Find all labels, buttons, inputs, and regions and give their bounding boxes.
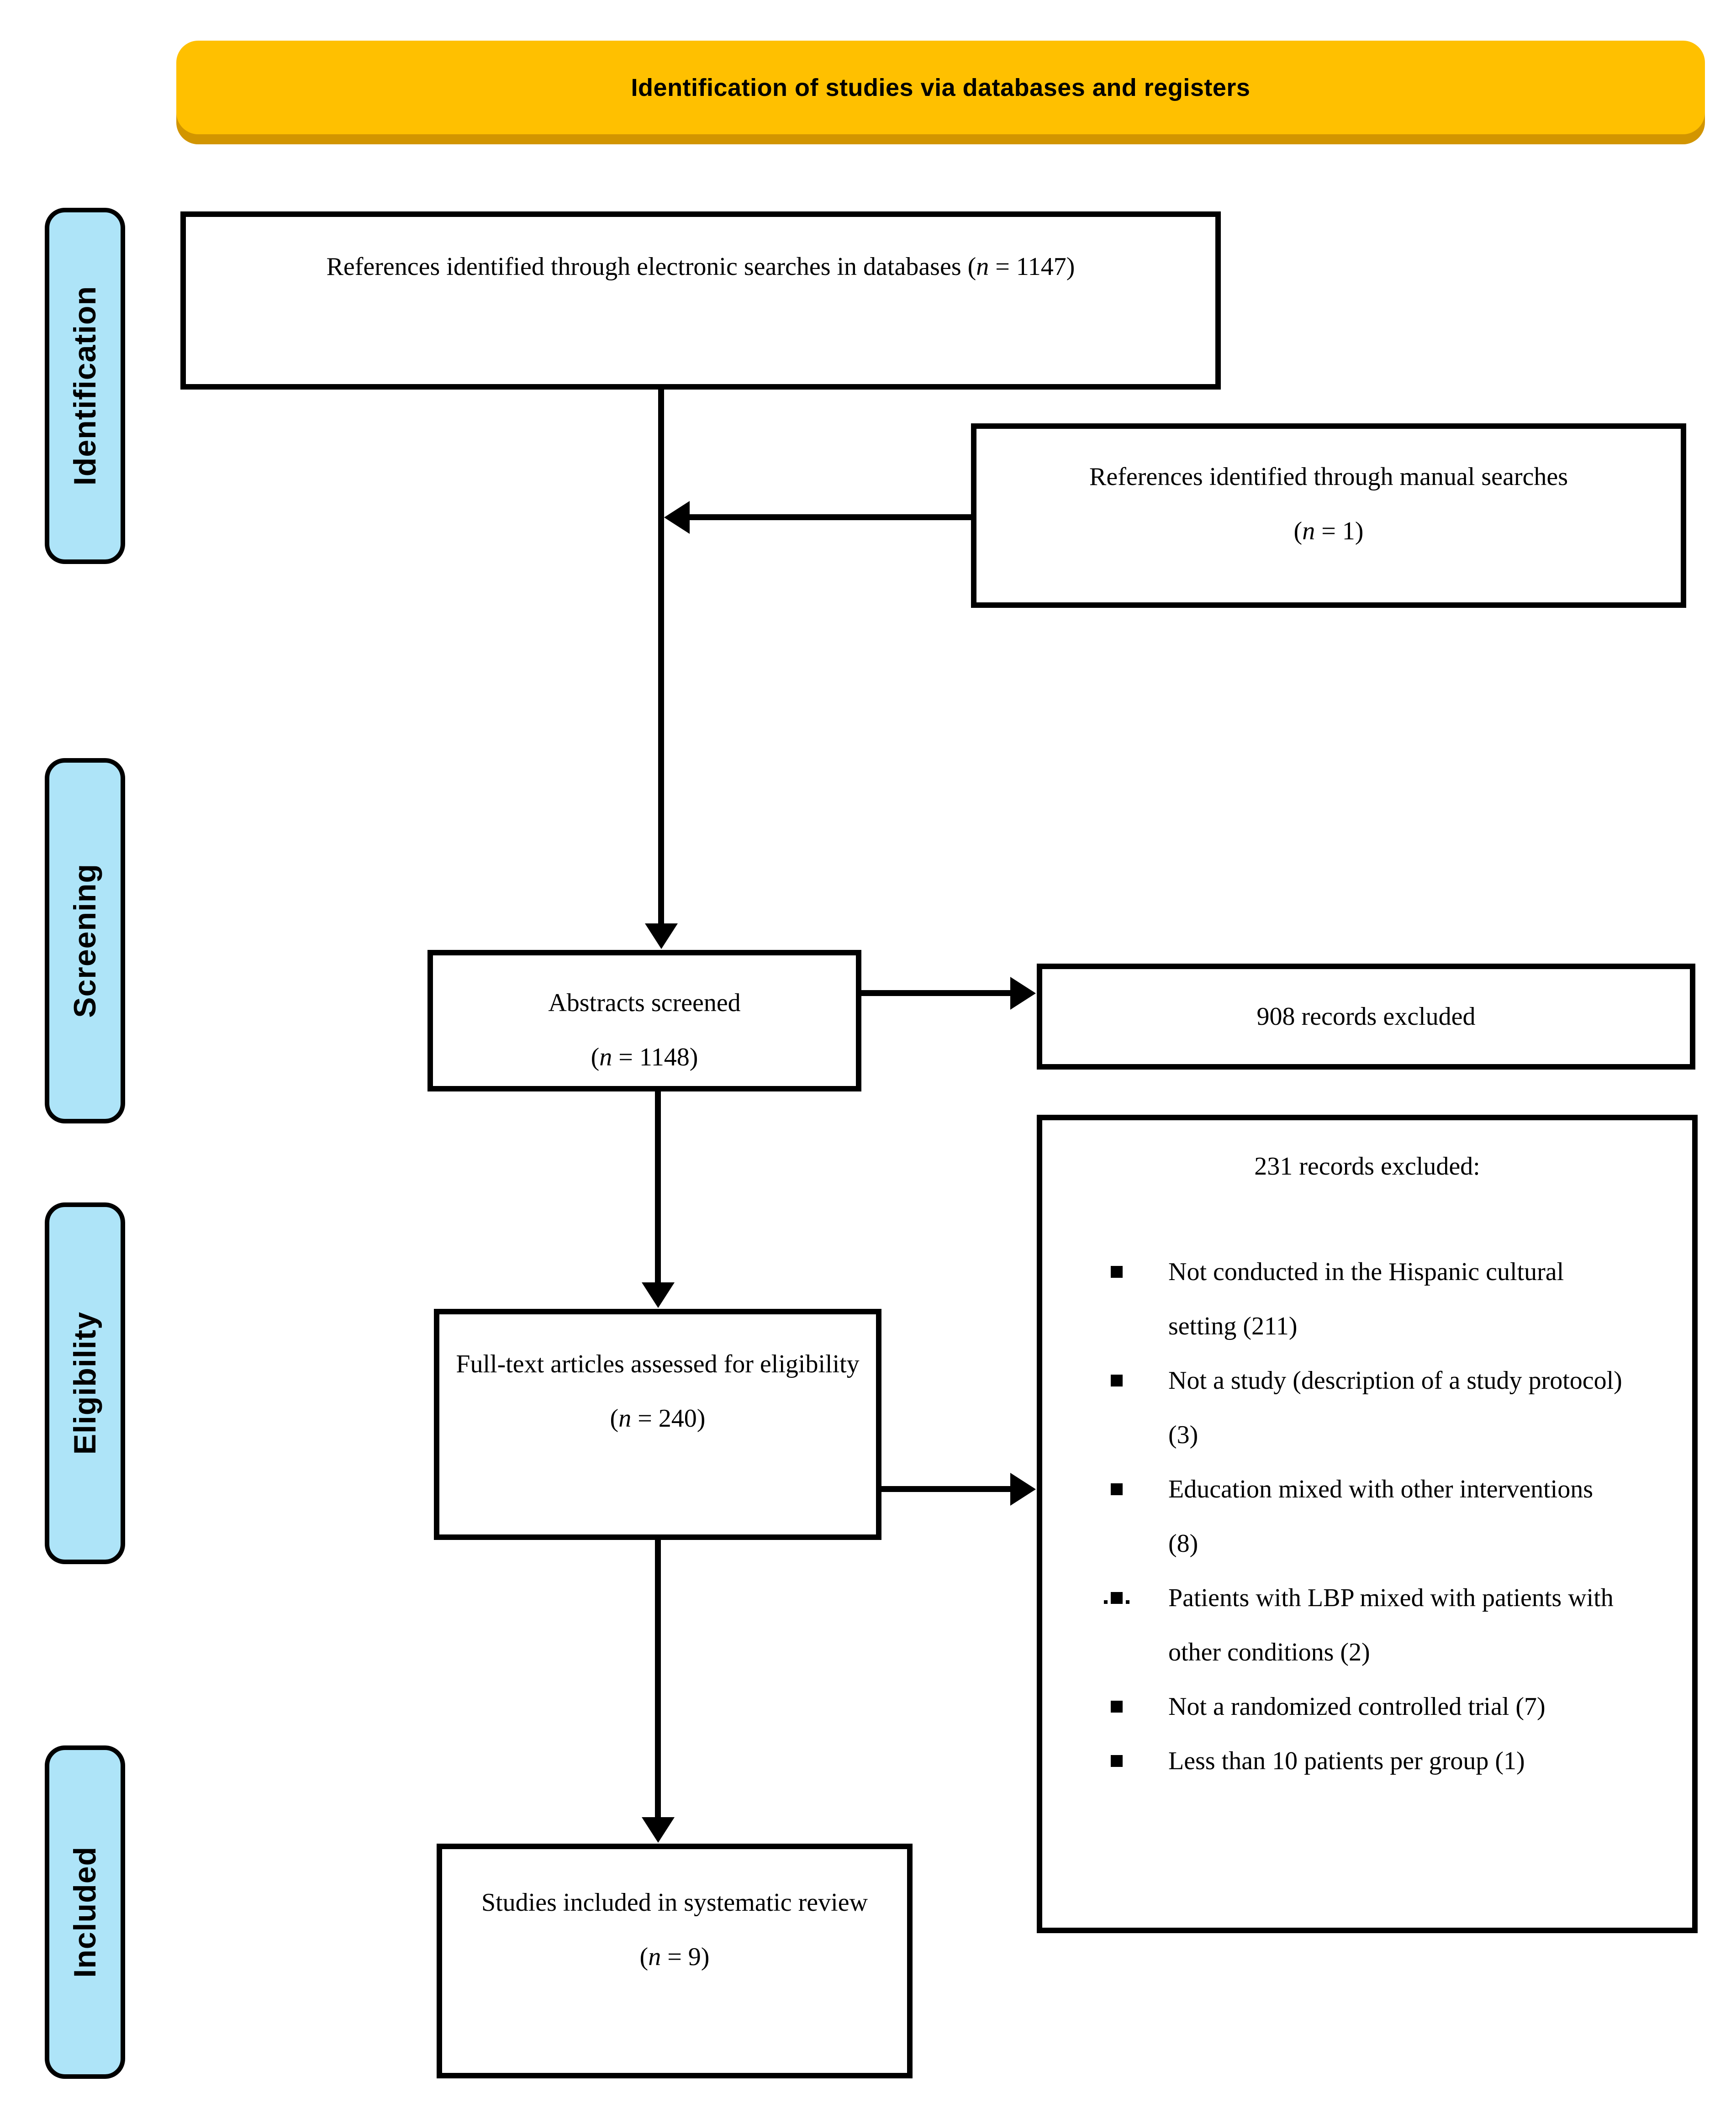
box-records-excluded-231: 231 records excluded: Not conducted in t… [1037, 1115, 1698, 1933]
exclusion-reason-text: Less than 10 patients per group (1) [1168, 1747, 1525, 1775]
box-text-line: Full-text articles assessed for eligibil… [456, 1350, 860, 1378]
box-text-line: Abstracts screened [548, 989, 741, 1017]
stage-label: Screening [68, 864, 102, 1018]
stage-label: Included [68, 1846, 102, 1978]
bullet-square-icon [1111, 1701, 1123, 1713]
arrowhead-down-fulltext [642, 1282, 675, 1308]
connector-fulltext-to-231 [881, 1486, 1012, 1492]
bullet-square-icon [1111, 1483, 1123, 1495]
box-text-line: References identified through manual sea… [1089, 463, 1568, 491]
stage-identification: Identification [45, 208, 125, 564]
exclusion-heading: 231 records excluded: [1254, 1152, 1480, 1181]
bullet-square-icon [1111, 1592, 1123, 1604]
connector-manual-to-spine [689, 514, 971, 520]
box-fulltext-assessed: Full-text articles assessed for eligibil… [434, 1309, 881, 1540]
exclusion-reason-item: Not a study (description of a study prot… [1042, 1354, 1692, 1462]
exclusion-reason-item: Not a randomized controlled trial (7) [1042, 1680, 1692, 1734]
connector-abstracts-to-908 [861, 990, 1011, 996]
stage-eligibility: Eligibility [45, 1202, 125, 1564]
exclusion-reason-text: Not a study (description of a study prot… [1168, 1366, 1622, 1449]
arrowhead-right-231 [1010, 1473, 1036, 1506]
stage-label: Eligibility [68, 1312, 102, 1455]
box-text-line: (n = 1) [1293, 517, 1364, 545]
box-text-line: (n = 240) [610, 1404, 706, 1433]
box-text-line: Studies included in systematic review [481, 1888, 868, 1917]
connector-electronic-to-abstracts [658, 389, 664, 926]
exclusion-reason-text: Education mixed with other interventions… [1168, 1475, 1594, 1558]
stage-label: Identification [68, 286, 102, 486]
box-text-line: References identified through electronic… [326, 253, 1075, 281]
exclusion-reason-item: Not conducted in the Hispanic cultural s… [1042, 1245, 1692, 1354]
arrowhead-down-studies [642, 1817, 675, 1843]
box-studies-included: Studies included in systematic review (n … [437, 1844, 913, 2078]
exclusion-reason-item: Less than 10 patients per group (1) [1042, 1734, 1692, 1788]
exclusion-reason-item: Education mixed with other interventions… [1042, 1462, 1692, 1571]
diagram-title: Identification of studies via databases … [631, 74, 1251, 101]
exclusion-reason-text: Not a randomized controlled trial (7) [1168, 1692, 1546, 1721]
exclusion-reason-text: Not conducted in the Hispanic cultural s… [1168, 1258, 1564, 1340]
connector-fulltext-to-studies [655, 1540, 661, 1818]
box-abstracts-screened: Abstracts screened (n = 1148) [427, 950, 861, 1091]
connector-abstracts-to-fulltext [655, 1091, 661, 1285]
bullet-square-icon [1111, 1266, 1123, 1278]
box-references-manual: References identified through manual sea… [971, 423, 1686, 608]
box-text-line: (n = 9) [639, 1943, 710, 1971]
exclusion-reason-text: Patients with LBP mixed with patients wi… [1168, 1584, 1614, 1666]
bullet-square-icon [1111, 1755, 1123, 1767]
arrowhead-down-abstracts [645, 923, 678, 949]
box-references-electronic: References identified through electronic… [180, 211, 1221, 390]
box-text-line: (n = 1148) [591, 1043, 698, 1071]
box-text-line: 908 records excluded [1256, 1002, 1476, 1031]
bullet-square-icon [1111, 1375, 1123, 1386]
stage-screening: Screening [45, 758, 125, 1123]
exclusion-reason-item: Patients with LBP mixed with patients wi… [1042, 1571, 1692, 1680]
box-records-excluded-908: 908 records excluded [1037, 964, 1695, 1070]
arrowhead-right-908 [1010, 977, 1036, 1010]
exclusion-reason-list: Not conducted in the Hispanic cultural s… [1042, 1245, 1692, 1788]
arrowhead-left-spine [664, 501, 690, 534]
stage-included: Included [45, 1745, 125, 2079]
title-banner: Identification of studies via databases … [176, 41, 1705, 134]
